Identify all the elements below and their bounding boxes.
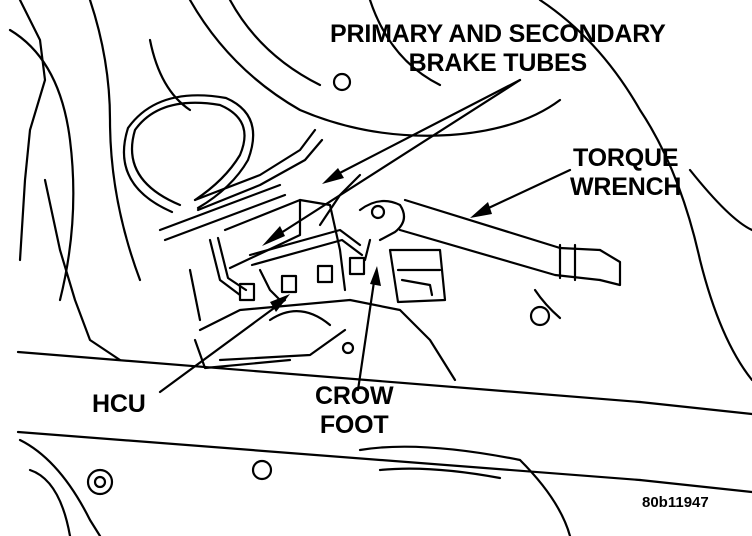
callout-brake-tubes-line2: BRAKE TUBES [408, 49, 588, 77]
figure-id: 80b11947 [642, 494, 709, 511]
frame-rail [16, 350, 752, 494]
callout-hcu-line1: HCU [92, 390, 146, 418]
callout-torque-line2: WRENCH [570, 173, 682, 201]
brake-tube-loops [122, 94, 364, 302]
callout-brake-tubes-line1: PRIMARY AND SECONDARY [330, 20, 666, 48]
fender-well-outline [8, 0, 192, 362]
hcu-body [188, 198, 457, 382]
arrowheads [262, 168, 492, 312]
callout-crow-line1: CROW [315, 382, 394, 410]
crow-foot-tool [358, 199, 447, 304]
callout-crow-foot: CROW FOOT [315, 382, 394, 440]
callout-leaders [158, 78, 572, 394]
callout-torque-line1: TORQUE [573, 144, 679, 172]
callout-hcu: HCU [92, 390, 146, 419]
tube-fittings [238, 256, 366, 302]
brake-booster [188, 0, 752, 382]
callout-brake-tubes: PRIMARY AND SECONDARY BRAKE TUBES [330, 20, 666, 78]
torque-wrench-handle [398, 198, 622, 327]
callout-torque-wrench: TORQUE WRENCH [570, 144, 681, 202]
callout-crow-line2: FOOT [319, 411, 389, 439]
lower-bracket [18, 438, 572, 536]
